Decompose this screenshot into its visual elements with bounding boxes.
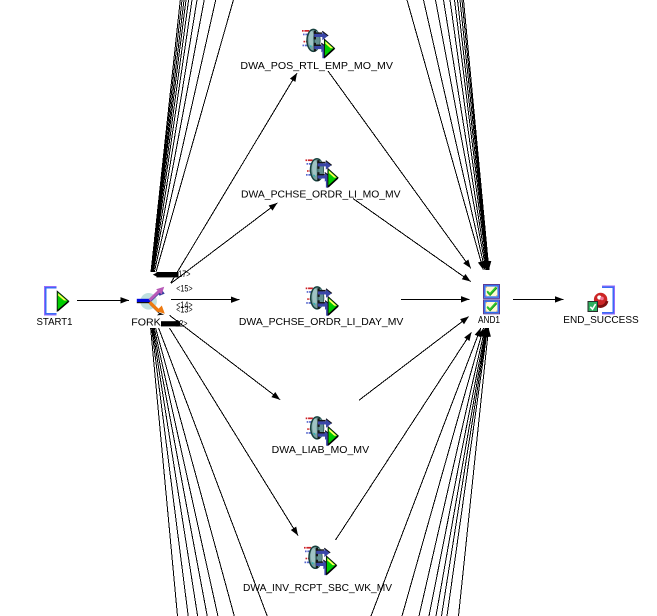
- svg-text:<14>: <14>: [176, 300, 192, 310]
- svg-text:DWA_PCHSE_ORDR_LI_DAY_MV: DWA_PCHSE_ORDR_LI_DAY_MV: [239, 316, 404, 328]
- svg-text:DWA_INV_RCPT_SBC_WK_MV: DWA_INV_RCPT_SBC_WK_MV: [243, 582, 392, 594]
- svg-text:<22>: <22>: [171, 318, 187, 328]
- svg-text:END_SUCCESS: END_SUCCESS: [563, 314, 639, 326]
- svg-text:DWA_PCHSE_ORDR_LI_MO_MV: DWA_PCHSE_ORDR_LI_MO_MV: [241, 188, 401, 200]
- svg-text:<13>: <13>: [176, 305, 192, 315]
- svg-text:START1: START1: [37, 316, 73, 328]
- svg-text:DWA_POS_RTL_EMP_MO_MV: DWA_POS_RTL_EMP_MO_MV: [240, 60, 393, 72]
- svg-text:DWA_LIAB_MO_MV: DWA_LIAB_MO_MV: [272, 444, 370, 456]
- svg-text:FORK: FORK: [131, 317, 161, 329]
- svg-text:AND1: AND1: [478, 314, 500, 326]
- svg-text:<15>: <15>: [176, 284, 192, 294]
- svg-text:<17>: <17>: [174, 269, 190, 279]
